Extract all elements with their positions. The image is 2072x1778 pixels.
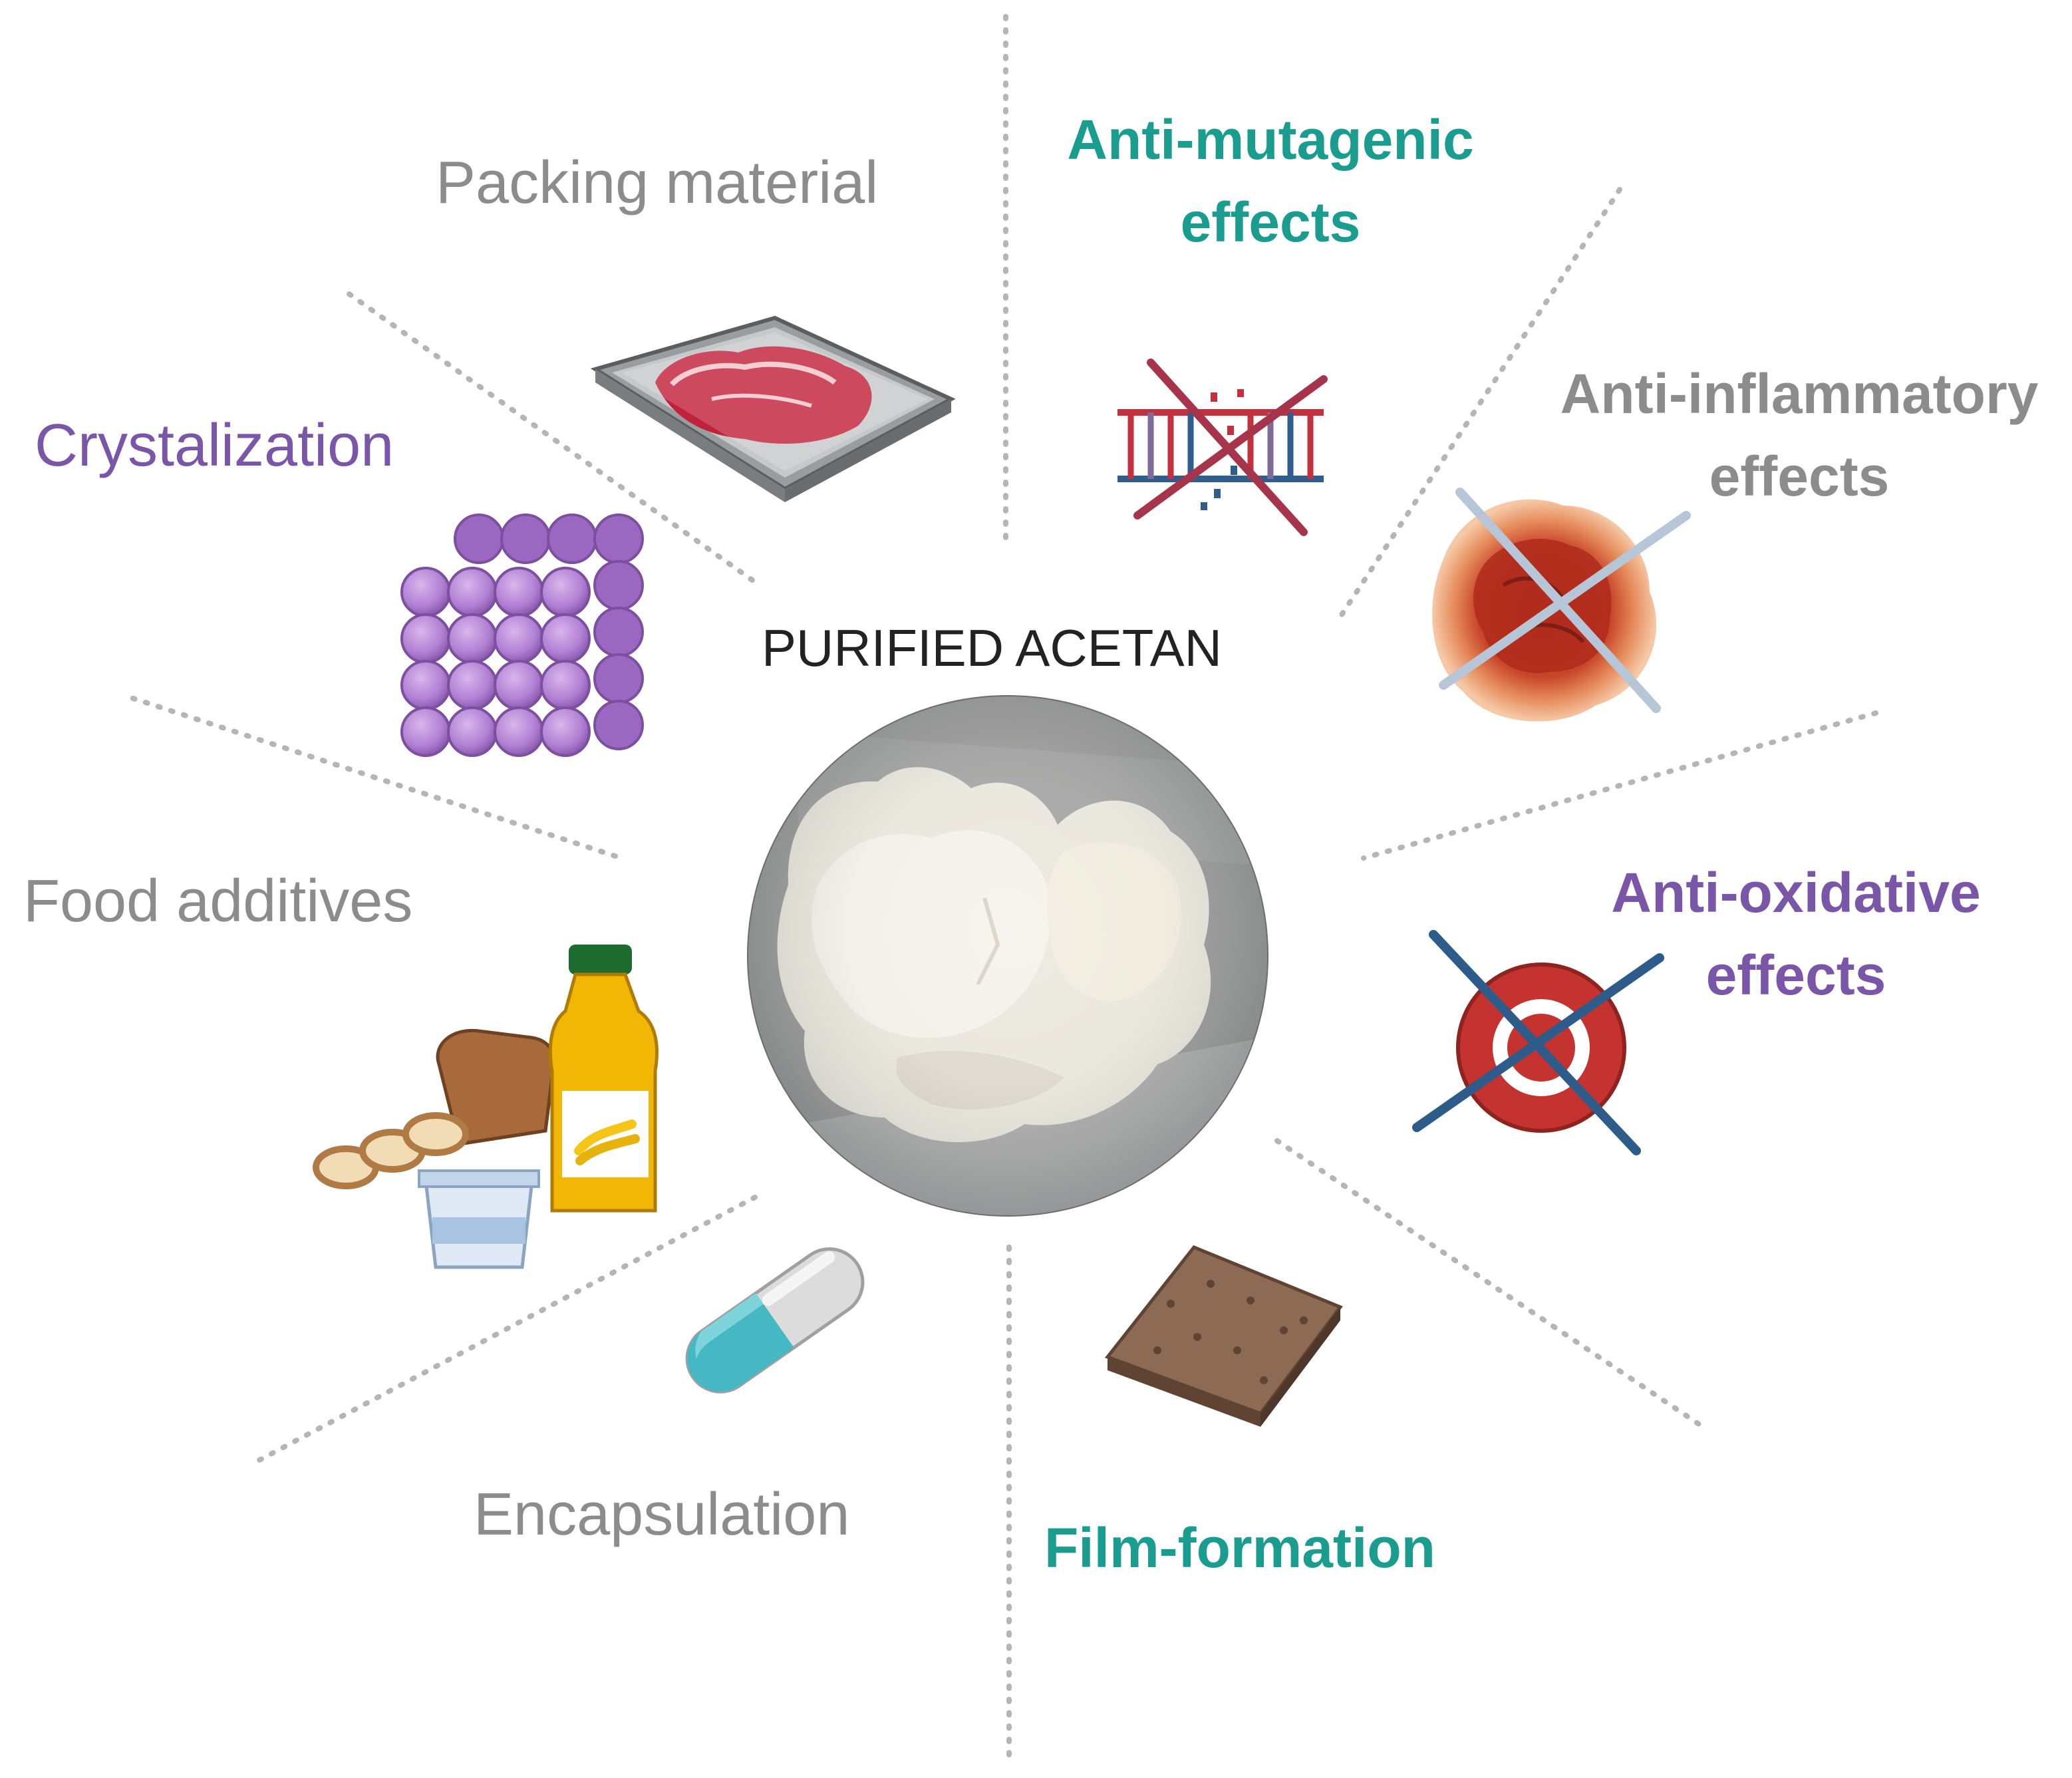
label-film-formation: Film-formation <box>1044 1517 1435 1579</box>
center-title: PURIFIED ACETAN <box>762 619 1222 677</box>
label-packing-material: Packing material <box>436 150 879 216</box>
label-anti-inflammatory: Anti-inflammatory effects <box>1543 366 2055 504</box>
label-food-additives: Food additives <box>23 868 413 935</box>
divider-left <box>120 692 618 859</box>
capsule-icon <box>685 1247 865 1394</box>
label-crystalization: Crystalization <box>35 412 394 479</box>
divider-lines <box>120 14 1878 1769</box>
divider-right <box>1361 710 1878 861</box>
crossed-inflamed-tissue-icon <box>1432 488 1691 722</box>
acetan-photo <box>747 695 1268 1217</box>
anti-mutagenic-line1: Anti-mutagenic <box>1067 108 1474 171</box>
divider-bottom-right <box>1274 1138 1705 1429</box>
anti-inflammatory-line1: Anti-inflammatory <box>1560 363 2039 425</box>
label-encapsulation: Encapsulation <box>474 1481 850 1548</box>
bread-juice-yogurt-icon <box>313 945 659 1269</box>
divider-top-left <box>347 291 758 585</box>
crystal-lattice-icon <box>400 514 644 757</box>
anti-inflammatory-line2: effects <box>1709 445 1890 508</box>
meat-tray-icon <box>590 315 956 502</box>
divider-bottom-left <box>257 1195 758 1463</box>
anti-oxidative-line1: Anti-oxidative <box>1611 861 1981 924</box>
anti-mutagenic-line2: effects <box>1180 191 1361 253</box>
label-anti-mutagenic: Anti-mutagenic effects <box>1054 112 1487 250</box>
anti-oxidative-line2: effects <box>1705 944 1886 1006</box>
film-sheet-icon <box>1104 1245 1343 1427</box>
label-anti-oxidative: Anti-oxidative effects <box>1596 865 1996 1003</box>
crossed-dna-icon <box>1117 359 1328 536</box>
crossed-oxygen-radical-icon <box>1412 930 1664 1155</box>
